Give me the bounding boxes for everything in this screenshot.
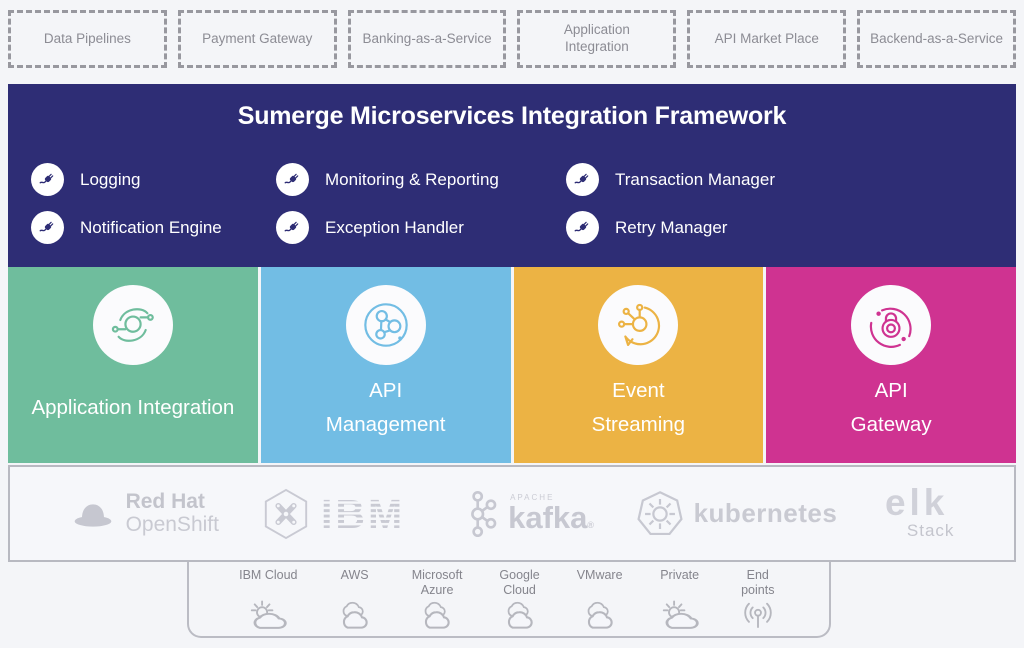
pillar-label-line: API	[874, 379, 908, 402]
elk-name: elk	[884, 482, 949, 524]
capabilities-row: Data Pipelines Payment Gateway Banking-a…	[8, 10, 1016, 68]
feature-label: Retry Manager	[615, 217, 728, 237]
plug-icon	[566, 211, 599, 244]
integration-icon	[92, 285, 173, 365]
api-management-icon	[345, 285, 426, 365]
pillar-label-line: Gateway	[850, 413, 932, 436]
pillar-application-integration: Application Integration	[8, 267, 258, 463]
pillar-label-line: Management	[325, 413, 446, 436]
pillar-label: API Gateway	[851, 373, 932, 443]
logo-kubernetes: kubernetes	[636, 490, 838, 538]
kubernetes-name: kubernetes	[693, 498, 838, 528]
plug-icon	[31, 163, 64, 196]
kafka-icon	[471, 490, 497, 537]
feature-label: Notification Engine	[80, 217, 222, 237]
feature-label: Monitoring & Reporting	[325, 169, 499, 189]
capability-data-pipelines: Data Pipelines	[8, 10, 167, 68]
plug-icon	[276, 163, 309, 196]
logo-redhat-openshift: Red Hat OpenShift	[70, 491, 219, 535]
feature-label: Exception Handler	[325, 217, 464, 237]
deployment-private: Private	[659, 568, 701, 632]
kafka-name: kafka	[508, 500, 588, 535]
deployment-label: AWS	[340, 568, 369, 582]
cloud-icon	[424, 601, 450, 629]
capability-api-market-place: API Market Place	[687, 10, 847, 68]
pillar-label: Application Integration	[31, 373, 234, 443]
pillar-label-line: Application Integration	[31, 396, 235, 419]
pillar-label: Event Streaming	[592, 373, 685, 443]
deployment-label: Private	[660, 568, 700, 582]
deployment-ibm-cloud: IBM Cloud	[239, 568, 297, 632]
framework-title: Sumerge Microservices Integration Framew…	[237, 102, 787, 130]
feature-transaction-manager: Transaction Manager	[566, 163, 775, 196]
feature-label: Logging	[80, 169, 141, 189]
technologies-row: Red Hat OpenShift IBM	[8, 465, 1016, 562]
event-streaming-icon	[598, 285, 679, 365]
deployment-label: IBM Cloud	[239, 568, 298, 582]
pillar-label-line: Streaming	[591, 413, 686, 436]
ibm-wordmark: IBM	[321, 493, 405, 535]
sun-cloud-icon	[251, 600, 287, 629]
logo-elk-stack: elk Stack	[879, 482, 955, 540]
cloud-icon	[507, 601, 533, 629]
feature-exception-handler: Exception Handler	[276, 211, 464, 244]
deployment-label: VMware	[576, 568, 623, 582]
api-gateway-icon	[851, 285, 932, 365]
feature-label: Transaction Manager	[615, 169, 776, 189]
redhat-name: Red Hat	[125, 490, 205, 514]
logo-ibm: IBM	[261, 487, 427, 541]
feature-logging: Logging	[31, 163, 141, 196]
pillars-row: Application Integration API Management	[8, 267, 1016, 463]
capability-application-integration: Application Integration	[517, 10, 677, 68]
feature-retry-manager: Retry Manager	[566, 211, 727, 244]
antenna-icon	[744, 602, 772, 628]
framework-banner: Sumerge Microservices Integration Framew…	[8, 84, 1016, 267]
kubernetes-icon	[636, 490, 683, 535]
logo-apache-kafka: APACHE kafka®	[468, 488, 594, 540]
ibm-text: IBM	[321, 493, 405, 535]
registered-mark: ®	[587, 520, 595, 530]
pillar-label: API Management	[326, 373, 446, 443]
plug-icon	[31, 211, 64, 244]
plug-icon	[566, 163, 599, 196]
feature-monitoring-reporting: Monitoring & Reporting	[276, 163, 499, 196]
pillar-event-streaming: Event Streaming	[513, 267, 764, 463]
pillar-label-line: API	[369, 379, 403, 402]
capability-payment-gateway: Payment Gateway	[177, 10, 337, 68]
apache-label: APACHE	[510, 493, 555, 502]
pillar-api-management: API Management	[260, 267, 511, 463]
elk-stack-label: Stack	[906, 520, 955, 540]
sun-cloud-icon	[662, 600, 699, 629]
cloud-icon	[587, 601, 613, 629]
pillar-label-line: Event	[612, 379, 665, 402]
capability-backend-as-a-service: Backend-as-a-Service	[857, 10, 1016, 68]
ibm-hexagon-icon	[264, 488, 307, 539]
deployment-vmware: VMware	[577, 568, 623, 632]
capability-banking-as-a-service: Banking-as-a-Service	[347, 10, 507, 68]
deployment-aws: AWS	[334, 568, 376, 632]
cloud-icon	[342, 601, 368, 629]
redhat-hat-icon	[74, 504, 111, 527]
pillar-api-gateway: API Gateway	[766, 267, 1016, 463]
openshift-name: OpenShift	[125, 512, 219, 536]
feature-notification-engine: Notification Engine	[31, 211, 222, 244]
plug-icon	[276, 211, 309, 244]
